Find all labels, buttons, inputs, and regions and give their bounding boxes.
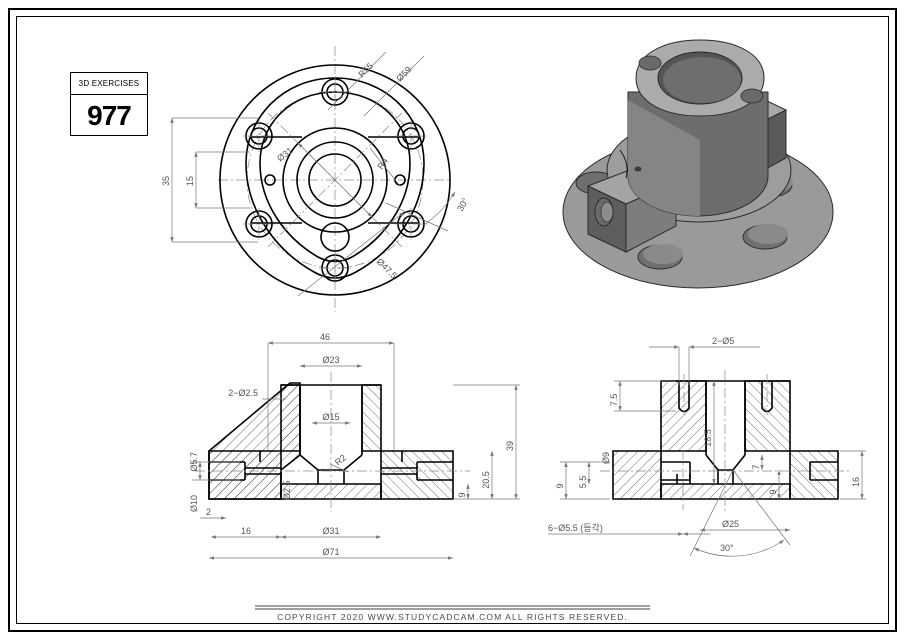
top-view-geometry — [218, 46, 452, 312]
sheet-border-outer — [8, 8, 897, 632]
sheet-border-inner — [16, 16, 889, 624]
dim-label: 30° — [720, 543, 734, 553]
dim-label: 35 — [161, 176, 171, 186]
front-section-dimensions: 46 Ø23 Ø15 2−Ø2.5 Ø5.7 Ø10 R2 Ø2.5 2 — [189, 332, 520, 560]
side-section-dimensions: 2−Ø5 7.5 18.5 Ø9 9 5.5 7 9 — [548, 336, 866, 557]
isometric-model — [562, 39, 834, 289]
dim-label: Ø47.5 — [375, 256, 399, 280]
dim-label: 46 — [320, 332, 330, 342]
dim-label: Ø59 — [394, 64, 413, 83]
dim-label: Ø31 — [275, 145, 295, 163]
dim-label: Ø23 — [322, 355, 339, 365]
exercise-number: 977 — [87, 100, 132, 131]
dim-label: R4 — [375, 156, 390, 171]
dim-label: 2−Ø2.5 — [228, 388, 258, 398]
title-block-header: 3D EXERCISES — [71, 73, 147, 95]
copyright-notice: COPYRIGHT 2020 WWW.STUDYCADCAM.COM ALL R… — [277, 612, 628, 622]
dim-label: Ø31 — [322, 526, 339, 536]
bolt-hole-group — [243, 76, 427, 284]
title-block: 3D EXERCISES 977 — [70, 72, 148, 136]
dim-label: 6−Ø5.5 (등각) — [548, 522, 603, 533]
dim-label: 2 — [206, 507, 211, 517]
dim-label: 9 — [555, 483, 565, 488]
title-block-body: 977 — [71, 95, 147, 137]
dim-label: Ø5.7 — [189, 452, 199, 472]
dim-label: 9 — [457, 492, 467, 497]
dim-label: 18.5 — [703, 429, 713, 447]
dim-label: Ø71 — [322, 547, 339, 557]
dim-label: Ø25 — [722, 519, 739, 529]
dim-label: Ø10 — [189, 495, 199, 512]
front-section-geometry — [195, 372, 470, 512]
dim-label: 30° — [455, 196, 471, 213]
dim-label: 2−Ø5 — [712, 336, 734, 346]
dim-label: 5.5 — [578, 476, 588, 489]
dim-label: 39 — [505, 441, 515, 451]
dim-label: R2 — [333, 452, 348, 467]
dim-label: Ø15 — [322, 412, 339, 422]
dim-label: Ø2.5 — [282, 480, 292, 500]
dim-label: 20.5 — [481, 471, 491, 489]
dim-label: Ø9 — [601, 452, 611, 464]
dim-label: 7.5 — [609, 394, 619, 407]
dim-label: R55 — [356, 61, 375, 80]
dim-label: 7 — [751, 464, 761, 469]
dim-label: 9 — [768, 489, 778, 494]
dim-label: 16 — [851, 477, 861, 487]
title-block-label: 3D EXERCISES — [78, 79, 140, 88]
dim-label: 16 — [241, 526, 251, 536]
side-section-geometry — [600, 370, 850, 512]
dim-label: 15 — [185, 176, 195, 186]
